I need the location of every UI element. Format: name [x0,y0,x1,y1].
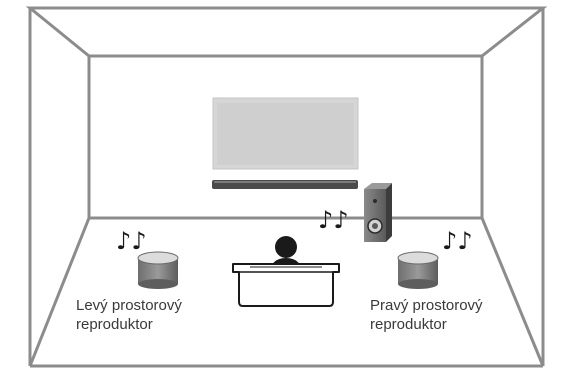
left-speaker-bottom [138,279,178,289]
soundbar [212,180,358,189]
left-speaker-label: Levý prostorový reproduktor [76,296,182,334]
subwoofer [364,183,392,242]
tv [212,97,359,170]
soundbar-highlight [214,181,356,183]
left-surround-speaker [137,251,179,289]
music-notes-left-icon: ♪♪ [116,227,147,255]
sofa-outline [232,263,340,307]
floor-left-edge [28,217,91,367]
subwoofer-woofer-center-icon [372,223,378,229]
listener-sofa [232,236,340,307]
music-notes-sub-icon: ♪♪ [318,206,349,234]
music-notes-right-icon: ♪♪ [442,227,473,255]
subwoofer-side [386,183,392,242]
right-speaker-label-line-2: reproduktor [370,316,447,333]
floor-right-edge [480,217,545,367]
right-speaker-bottom [398,279,438,289]
left-speaker-label-line-2: reproduktor [76,316,153,333]
subwoofer-port-icon [373,199,377,203]
ceiling-outline [25,6,548,58]
listener-head-icon [275,236,297,258]
right-surround-speaker [397,251,439,289]
left-speaker-top [137,251,179,265]
tv-screen [217,103,354,165]
right-speaker-top [397,251,439,265]
room-outline [25,6,548,368]
right-speaker-label-line-1: Pravý prostorový [370,297,483,314]
left-speaker-label-line-1: Levý prostorový [76,297,182,314]
right-speaker-label: Pravý prostorový reproduktor [370,296,483,334]
subwoofer-top [364,183,392,189]
subwoofer-front [364,189,386,242]
